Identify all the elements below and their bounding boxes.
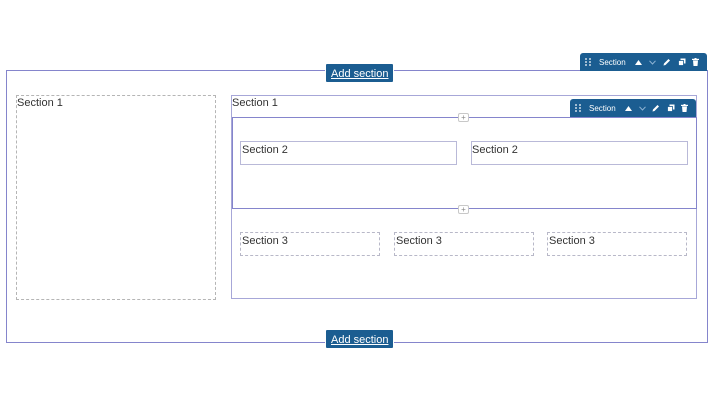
add-section-top-button[interactable]: Add section (325, 63, 395, 83)
section-3-box-2[interactable] (394, 232, 534, 256)
copy-icon[interactable] (664, 99, 679, 117)
section-3-label-3: Section 3 (549, 235, 595, 247)
pencil-icon[interactable] (649, 99, 664, 117)
section-3-label-1: Section 3 (242, 235, 288, 247)
trash-icon[interactable] (678, 99, 691, 117)
section-3-box-1[interactable] (240, 232, 380, 256)
section-2-box-left[interactable] (240, 141, 457, 165)
add-section-bottom-button[interactable]: Add section (325, 329, 395, 349)
caret-up-icon[interactable] (632, 53, 646, 71)
inner-toolbar-label: Section (589, 103, 616, 113)
caret-up-icon[interactable] (622, 99, 636, 117)
add-row-plus-icon[interactable]: + (458, 205, 469, 214)
inner-section-toolbar: Section (570, 99, 696, 117)
section-3-label-2: Section 3 (396, 235, 442, 247)
add-row-plus-icon[interactable]: + (458, 113, 469, 122)
drag-handle-icon[interactable] (585, 53, 591, 71)
section-2-box-right[interactable] (471, 141, 688, 165)
trash-icon[interactable] (689, 53, 702, 71)
section-2-label-left: Section 2 (242, 144, 288, 156)
section-1-label-left: Section 1 (17, 97, 63, 109)
section-2-label-right: Section 2 (472, 144, 518, 156)
outer-section-toolbar: Section (580, 53, 707, 71)
copy-icon[interactable] (674, 53, 689, 71)
drag-handle-icon[interactable] (575, 99, 581, 117)
chevron-down-icon[interactable] (635, 99, 649, 117)
section-1-column-left[interactable] (16, 95, 216, 300)
chevron-down-icon[interactable] (646, 53, 660, 71)
pencil-icon[interactable] (659, 53, 674, 71)
outer-toolbar-label: Section (599, 57, 626, 67)
section-3-box-3[interactable] (547, 232, 687, 256)
section-1-label-right: Section 1 (232, 97, 278, 109)
